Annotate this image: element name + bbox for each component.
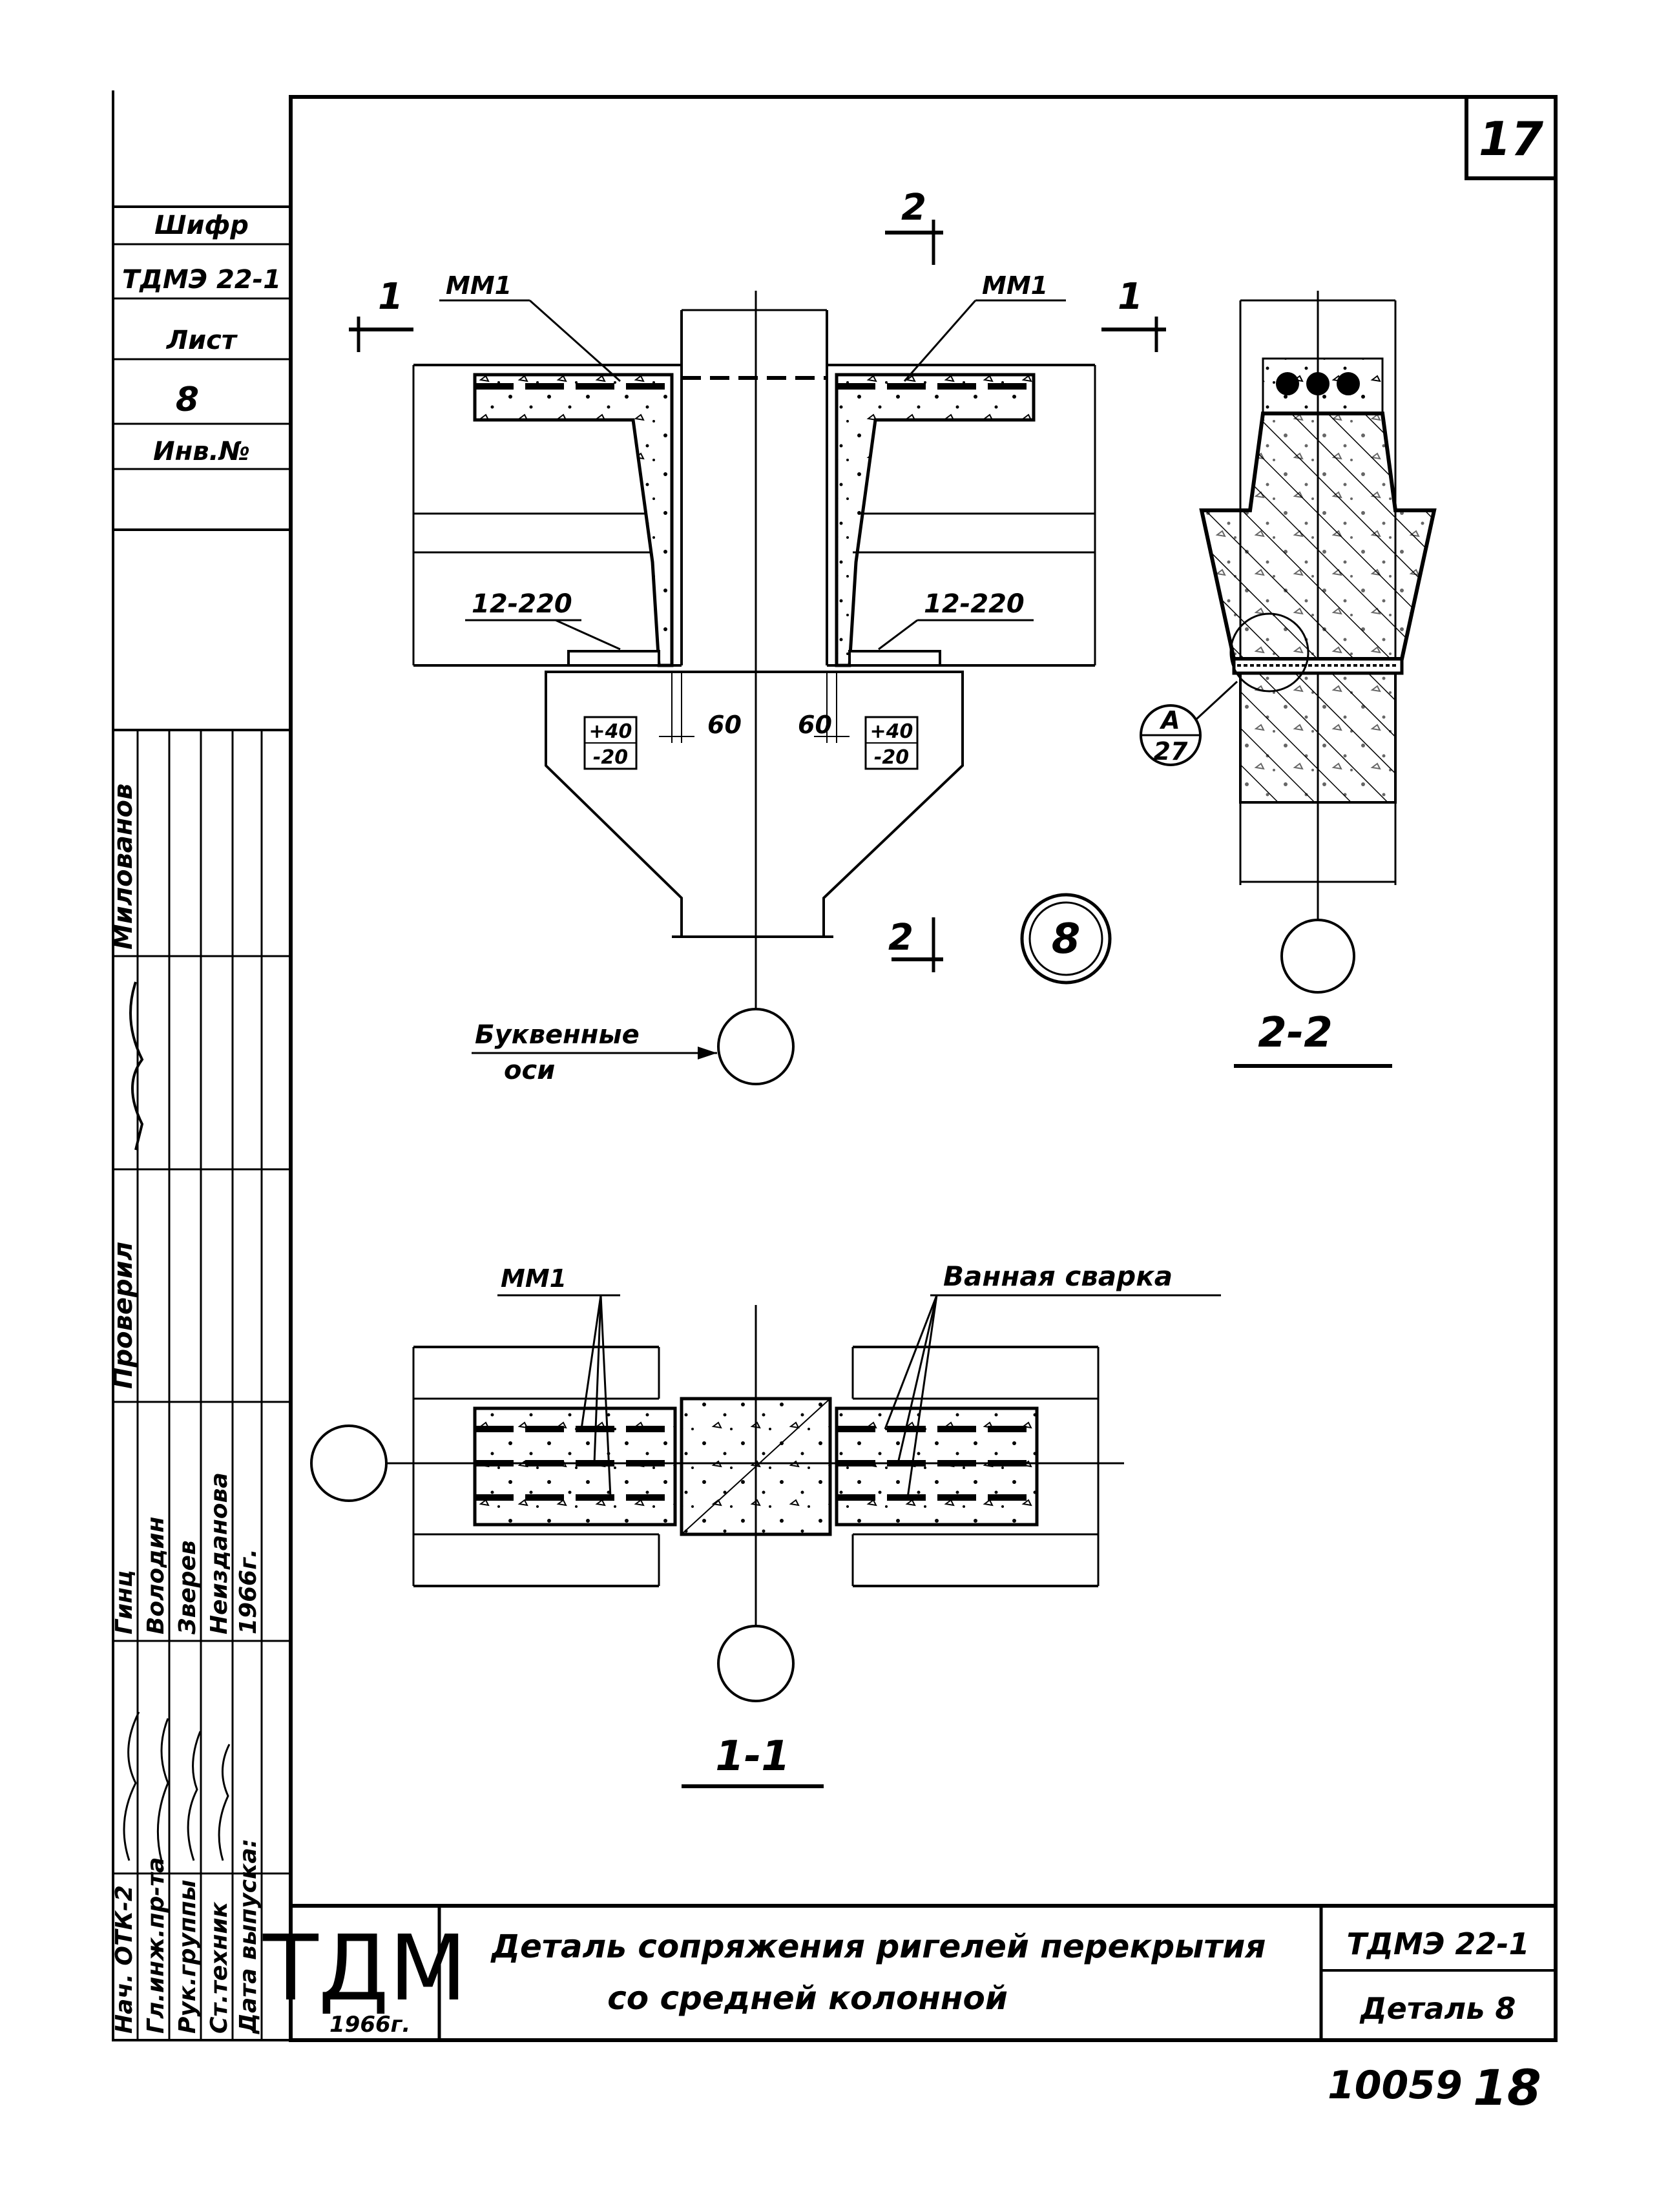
author-name: Милованов bbox=[109, 784, 138, 950]
dim-60-right: 60 bbox=[798, 711, 832, 739]
label-mm1-bottom: ММ1 bbox=[501, 1264, 567, 1293]
cut-1-right: 1 bbox=[1118, 276, 1143, 318]
checked-label: Проверил bbox=[109, 1242, 138, 1389]
side-stamp-bottom: Милованов Проверил Нач. ОТК-2 Гл.инж.пр-… bbox=[109, 729, 292, 2041]
sheet-number-box: 17 bbox=[1465, 95, 1558, 180]
section-22-title: 2-2 bbox=[1258, 1009, 1333, 1057]
dim-60-left: 60 bbox=[707, 711, 742, 739]
role-3: Рук.группы bbox=[174, 1880, 201, 2034]
cipher-value: ТДМЭ 22-1 bbox=[122, 265, 281, 295]
author-signature bbox=[129, 981, 144, 1151]
sheet-label: Лист bbox=[166, 326, 238, 355]
name-3: Зверев bbox=[174, 1540, 201, 1635]
cut-2-bottom: 2 bbox=[888, 917, 913, 959]
role-5: Дата выпуска: bbox=[235, 1839, 262, 2034]
axis-label-line2: оси bbox=[504, 1056, 555, 1085]
axis-label-line1: Буквенные bbox=[475, 1020, 640, 1050]
title-detail: Деталь 8 bbox=[1359, 1991, 1516, 2026]
plan-view: 60 60 +40 -20 +40 -20 ММ1 ММ1 12-220 12-… bbox=[349, 187, 1166, 1085]
detail-marker: 8 bbox=[1052, 915, 1081, 963]
logo: ТДМ bbox=[262, 1916, 467, 2021]
sheet-number: 17 bbox=[1479, 112, 1543, 166]
name-1: Гинц bbox=[111, 1570, 138, 1634]
title-block: ТДМ 1966г. Деталь сопряжения ригелей пер… bbox=[262, 1904, 1558, 2042]
role-2: Гл.инж.пр-та bbox=[143, 1857, 169, 2034]
axis-bubble-2-2 bbox=[1280, 919, 1355, 994]
title-code: ТДМЭ 22-1 bbox=[1346, 1926, 1529, 1961]
role-1: Нач. ОТК-2 bbox=[111, 1885, 138, 2034]
title-year: 1966г. bbox=[329, 2012, 410, 2038]
cut-1-left: 1 bbox=[378, 276, 403, 318]
axis-bubble-1-1-left bbox=[310, 1424, 388, 1502]
callout-top: А bbox=[1159, 706, 1180, 735]
name-2: Володин bbox=[143, 1517, 169, 1634]
label-12-220-right: 12-220 bbox=[924, 589, 1025, 619]
footer-number: 10059 bbox=[1328, 2063, 1463, 2108]
stamp-year: 1966г. bbox=[235, 1549, 262, 1634]
label-mm1-left: ММ1 bbox=[446, 271, 512, 300]
callout-bottom: 27 bbox=[1154, 737, 1188, 766]
name-4: Неизданова bbox=[206, 1472, 233, 1634]
inv-label: Инв.№ bbox=[153, 437, 250, 466]
sheet-value: 8 bbox=[176, 381, 199, 419]
side-stamp-top: Шифр ТДМЭ 22-1 Лист 8 Инв.№ bbox=[112, 205, 292, 531]
role-4: Ст.техник bbox=[206, 1901, 233, 2034]
section-11-title: 1-1 bbox=[715, 1733, 790, 1780]
tol-right-bottom: -20 bbox=[874, 746, 909, 769]
signatures bbox=[123, 1711, 231, 1861]
tol-left-bottom: -20 bbox=[593, 746, 628, 769]
label-mm1-right: ММ1 bbox=[982, 271, 1048, 300]
label-weld: Ванная сварка bbox=[943, 1260, 1173, 1292]
section-2-2: А 27 2-2 bbox=[1140, 291, 1437, 1068]
cipher-label: Шифр bbox=[154, 211, 249, 240]
axis-bubble-plan bbox=[717, 1008, 795, 1085]
footer-sheet: 18 bbox=[1473, 2059, 1541, 2116]
label-12-220-left: 12-220 bbox=[472, 589, 572, 619]
axis-bubble-1-1-bottom bbox=[717, 1625, 795, 1702]
section-1-1: ММ1 Ванная сварка 1-1 bbox=[310, 1260, 1221, 1788]
tol-left-top: +40 bbox=[589, 720, 632, 743]
cut-2-top: 2 bbox=[901, 187, 926, 229]
tol-right-top: +40 bbox=[870, 720, 913, 743]
title-line-1: Деталь сопряжения ригелей перекрытия bbox=[490, 1928, 1266, 1965]
title-line-2: со средней колонной bbox=[607, 1979, 1008, 2017]
